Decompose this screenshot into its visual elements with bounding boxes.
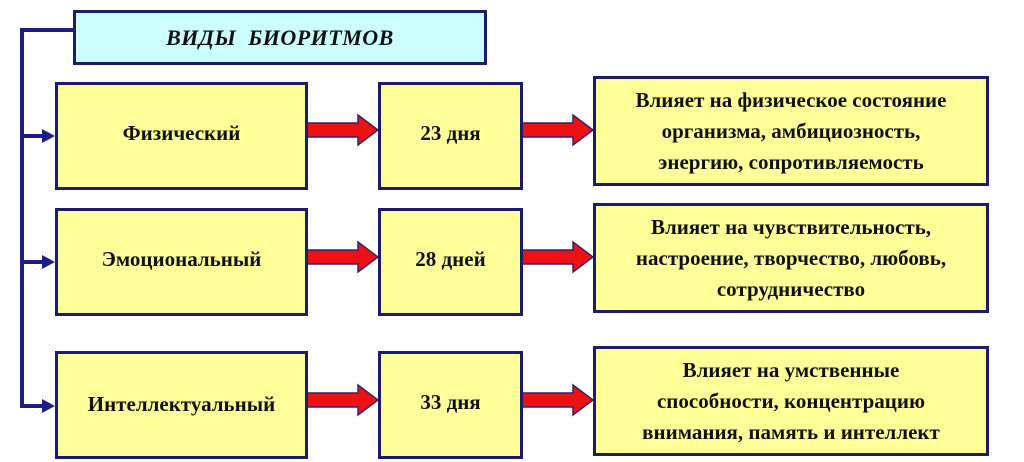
period-box-physical: 23 дня: [378, 82, 523, 190]
effect-line: настроение, творчество, любовь,: [635, 245, 947, 270]
type-box-intellectual: Интеллектуальный: [55, 351, 308, 459]
branch-arrow-3: [22, 399, 55, 413]
period-box-intellectual: 33 дня: [378, 351, 523, 459]
effect-box-intellectual: Влияет на умственные способности, концен…: [593, 346, 989, 456]
period-label: 28 дней: [415, 247, 486, 271]
effect-line: способности, концентрацию: [656, 388, 926, 413]
branch-arrow-2: [22, 255, 55, 269]
effect-line: Влияет на чувствительность,: [650, 214, 932, 239]
arrow-type-to-period-3: [306, 383, 380, 417]
type-label: Физический: [122, 120, 241, 145]
type-label: Эмоциональный: [101, 246, 262, 271]
arrow-period-to-effect-3: [521, 383, 595, 417]
connector-to-title: [20, 28, 75, 32]
effect-line: энергию, сопротивляемость: [658, 149, 924, 174]
arrow-type-to-period-2: [306, 240, 380, 274]
period-label: 33 дня: [420, 390, 481, 414]
arrow-period-to-effect-1: [521, 113, 595, 147]
type-box-physical: Физический: [55, 82, 308, 190]
period-label: 23 дня: [420, 121, 481, 145]
title-text: ВИДЫ БИОРИТМОВ: [166, 25, 394, 50]
arrow-type-to-period-1: [306, 113, 380, 147]
arrow-period-to-effect-2: [521, 240, 595, 274]
effect-line: сотрудничество: [716, 276, 866, 301]
effect-line: Влияет на физическое состояние: [635, 87, 947, 112]
effect-line: организма, амбициозность,: [661, 118, 921, 143]
effect-line: внимания, память и интеллект: [642, 419, 940, 444]
branch-arrow-1: [22, 129, 55, 143]
effect-box-emotional: Влияет на чувствительность, настроение, …: [593, 203, 989, 313]
period-box-emotional: 28 дней: [378, 208, 523, 316]
type-label: Интеллектуальный: [87, 391, 276, 416]
diagram-title: ВИДЫ БИОРИТМОВ: [73, 10, 487, 65]
type-box-emotional: Эмоциональный: [55, 208, 308, 316]
effect-line: Влияет на умственные: [682, 357, 900, 382]
connector-vertical: [20, 28, 24, 408]
effect-box-physical: Влияет на физическое состояние организма…: [593, 76, 989, 186]
